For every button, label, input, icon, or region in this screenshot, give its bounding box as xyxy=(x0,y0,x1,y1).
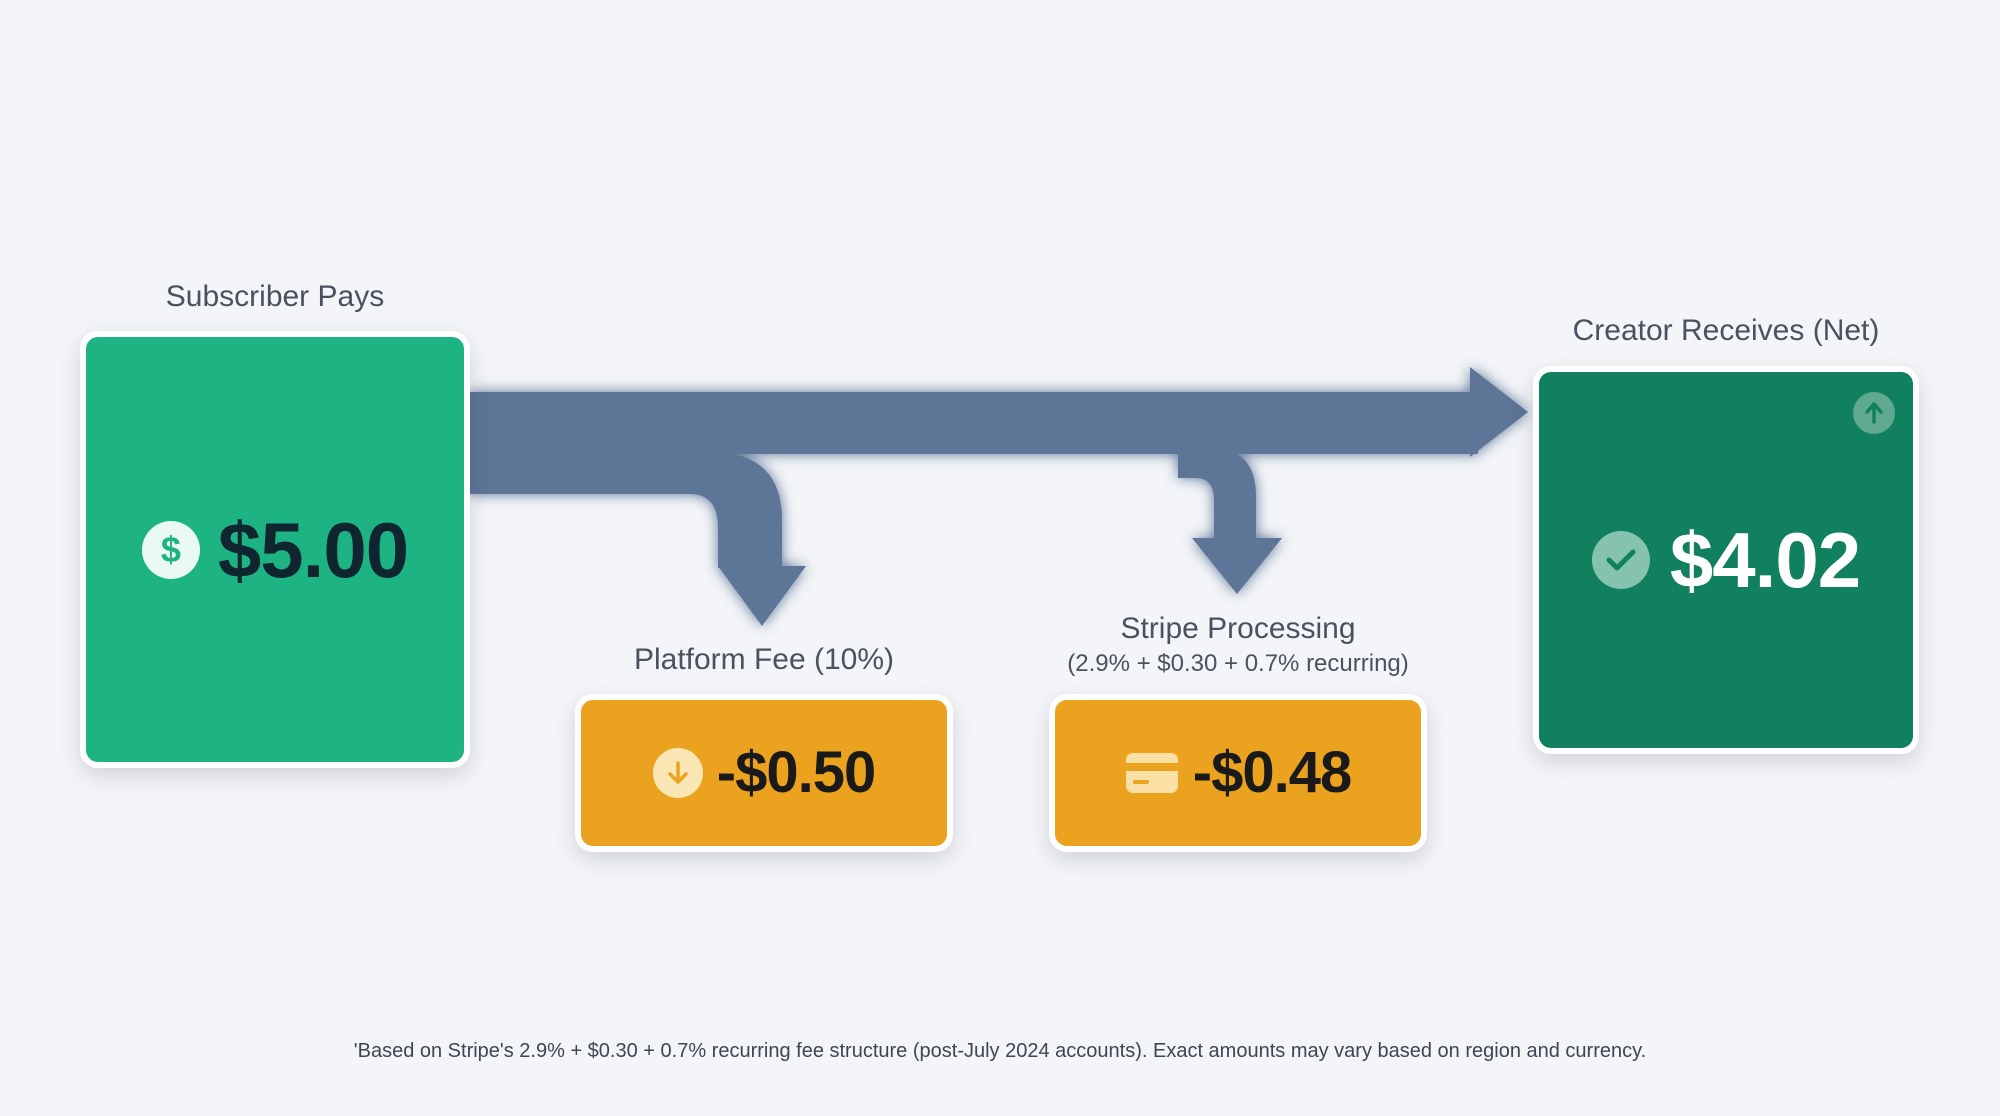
creator-card: $4.02 xyxy=(1533,366,1919,754)
stripe-branch-arrow xyxy=(1178,448,1282,594)
subscriber-card: $ $5.00 xyxy=(80,331,470,768)
arrow-up-circle-icon xyxy=(1853,392,1895,434)
platform-fee-card: -$0.50 xyxy=(575,694,953,852)
stripe-processing-label: Stripe Processing xyxy=(1120,612,1356,645)
subscriber-label: Subscriber Pays xyxy=(165,280,385,313)
stripe-processing-amount: -$0.48 xyxy=(1192,740,1352,805)
platform-fee-amount: -$0.50 xyxy=(716,740,876,805)
main-flow-arrow xyxy=(468,367,1528,457)
creator-amount: $4.02 xyxy=(1669,516,1861,604)
creator-label: Creator Receives (Net) xyxy=(1572,314,1880,347)
dollar-circle-icon: $ xyxy=(141,520,200,579)
subscriber-amount: $5.00 xyxy=(217,505,409,594)
platform-fee-branch-arrow xyxy=(468,452,806,626)
credit-card-icon xyxy=(1125,753,1178,793)
arrow-down-circle-icon xyxy=(652,748,703,798)
stripe-processing-card: -$0.48 xyxy=(1049,694,1427,852)
check-circle-icon xyxy=(1591,531,1650,589)
footnote: 'Based on Stripe's 2.9% + $0.30 + 0.7% r… xyxy=(353,1040,1647,1062)
stripe-processing-sublabel: (2.9% + $0.30 + 0.7% recurring) xyxy=(1067,650,1409,677)
platform-fee-label: Platform Fee (10%) xyxy=(633,643,895,676)
